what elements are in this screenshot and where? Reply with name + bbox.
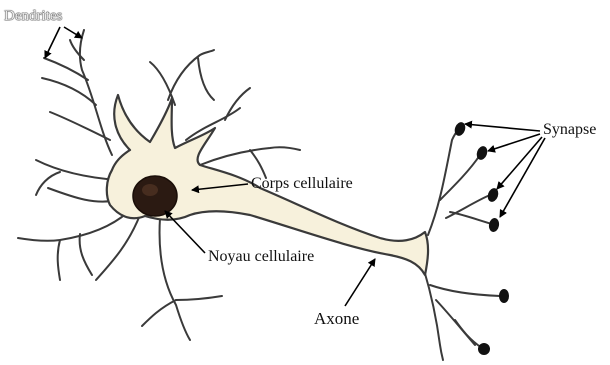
synapse-bulb <box>488 217 500 233</box>
label-corps-cellulaire: Corps cellulaire <box>251 176 353 192</box>
arrow-axone <box>345 259 375 306</box>
label-axone: Axone <box>314 310 359 327</box>
synapse-bulb <box>478 343 490 355</box>
axon-terminals <box>424 128 500 360</box>
nucleus <box>133 176 177 216</box>
arrow-dendrites-1 <box>45 27 60 58</box>
arrow-dendrites-2 <box>64 27 82 38</box>
label-noyau-cellulaire: Noyau cellulaire <box>208 249 314 265</box>
label-dendrites: Dendrites <box>4 9 62 24</box>
synapse-bulb <box>499 289 509 303</box>
label-synapse: Synapse <box>543 122 596 138</box>
arrow-synapse-1 <box>465 124 540 131</box>
synapse-bulbs <box>453 121 509 355</box>
nucleus-highlight <box>142 184 158 196</box>
synapse-bulb <box>486 187 500 204</box>
